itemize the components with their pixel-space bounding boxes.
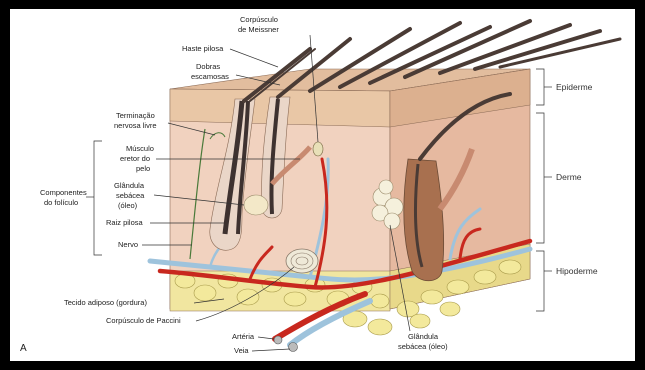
label-arrector-3: pelo [136,164,150,173]
label-free-nerve-1: Terminação [116,111,155,120]
label-scales-1: Dobras [196,62,220,71]
label-free-nerve-2: nervosa livre [114,121,157,130]
label-hair-root: Raiz pilosa [106,218,144,227]
layer-brackets [536,69,552,311]
label-artery: Artéria [232,332,255,341]
label-arrector-1: Músculo [126,144,154,153]
meissner-corpuscle [313,142,323,156]
label-pacini: Corpúsculo de Paccini [106,316,181,325]
label-sebaceous-left-2: sebácea [116,191,145,200]
label-follicle-1: Componentes [40,188,87,197]
label-sebaceous-left-1: Glândula [114,181,145,190]
label-hair-shaft: Haste pilosa [182,44,224,53]
sebaceous-gland [244,195,268,215]
figure-letter: A [20,343,27,354]
skin-cross-section: Epiderme Derme Hipoderme Corpúsculo de M… [10,9,635,361]
label-scales-2: escamosas [191,72,229,81]
label-sebaceous-bottom-1: Glândula [408,332,439,341]
label-dermis: Derme [556,172,582,182]
label-sebaceous-left-3: (óleo) [118,201,138,210]
label-hypodermis: Hipoderme [556,266,598,276]
label-arrector-2: eretor do [120,154,150,163]
label-follicle-2: do folículo [44,198,78,207]
diagram-frame: Epiderme Derme Hipoderme Corpúsculo de M… [10,9,635,361]
label-sebaceous-bottom-2: sebácea (óleo) [398,342,448,351]
hair-follicle-large [404,159,444,281]
label-meissner-2: de Meissner [238,25,279,34]
label-nerve: Nervo [118,240,138,249]
label-epidermis: Epiderme [556,82,593,92]
label-adipose: Tecido adiposo (gordura) [64,298,147,307]
label-vein: Veia [234,346,249,355]
label-meissner-1: Corpúsculo [240,15,278,24]
